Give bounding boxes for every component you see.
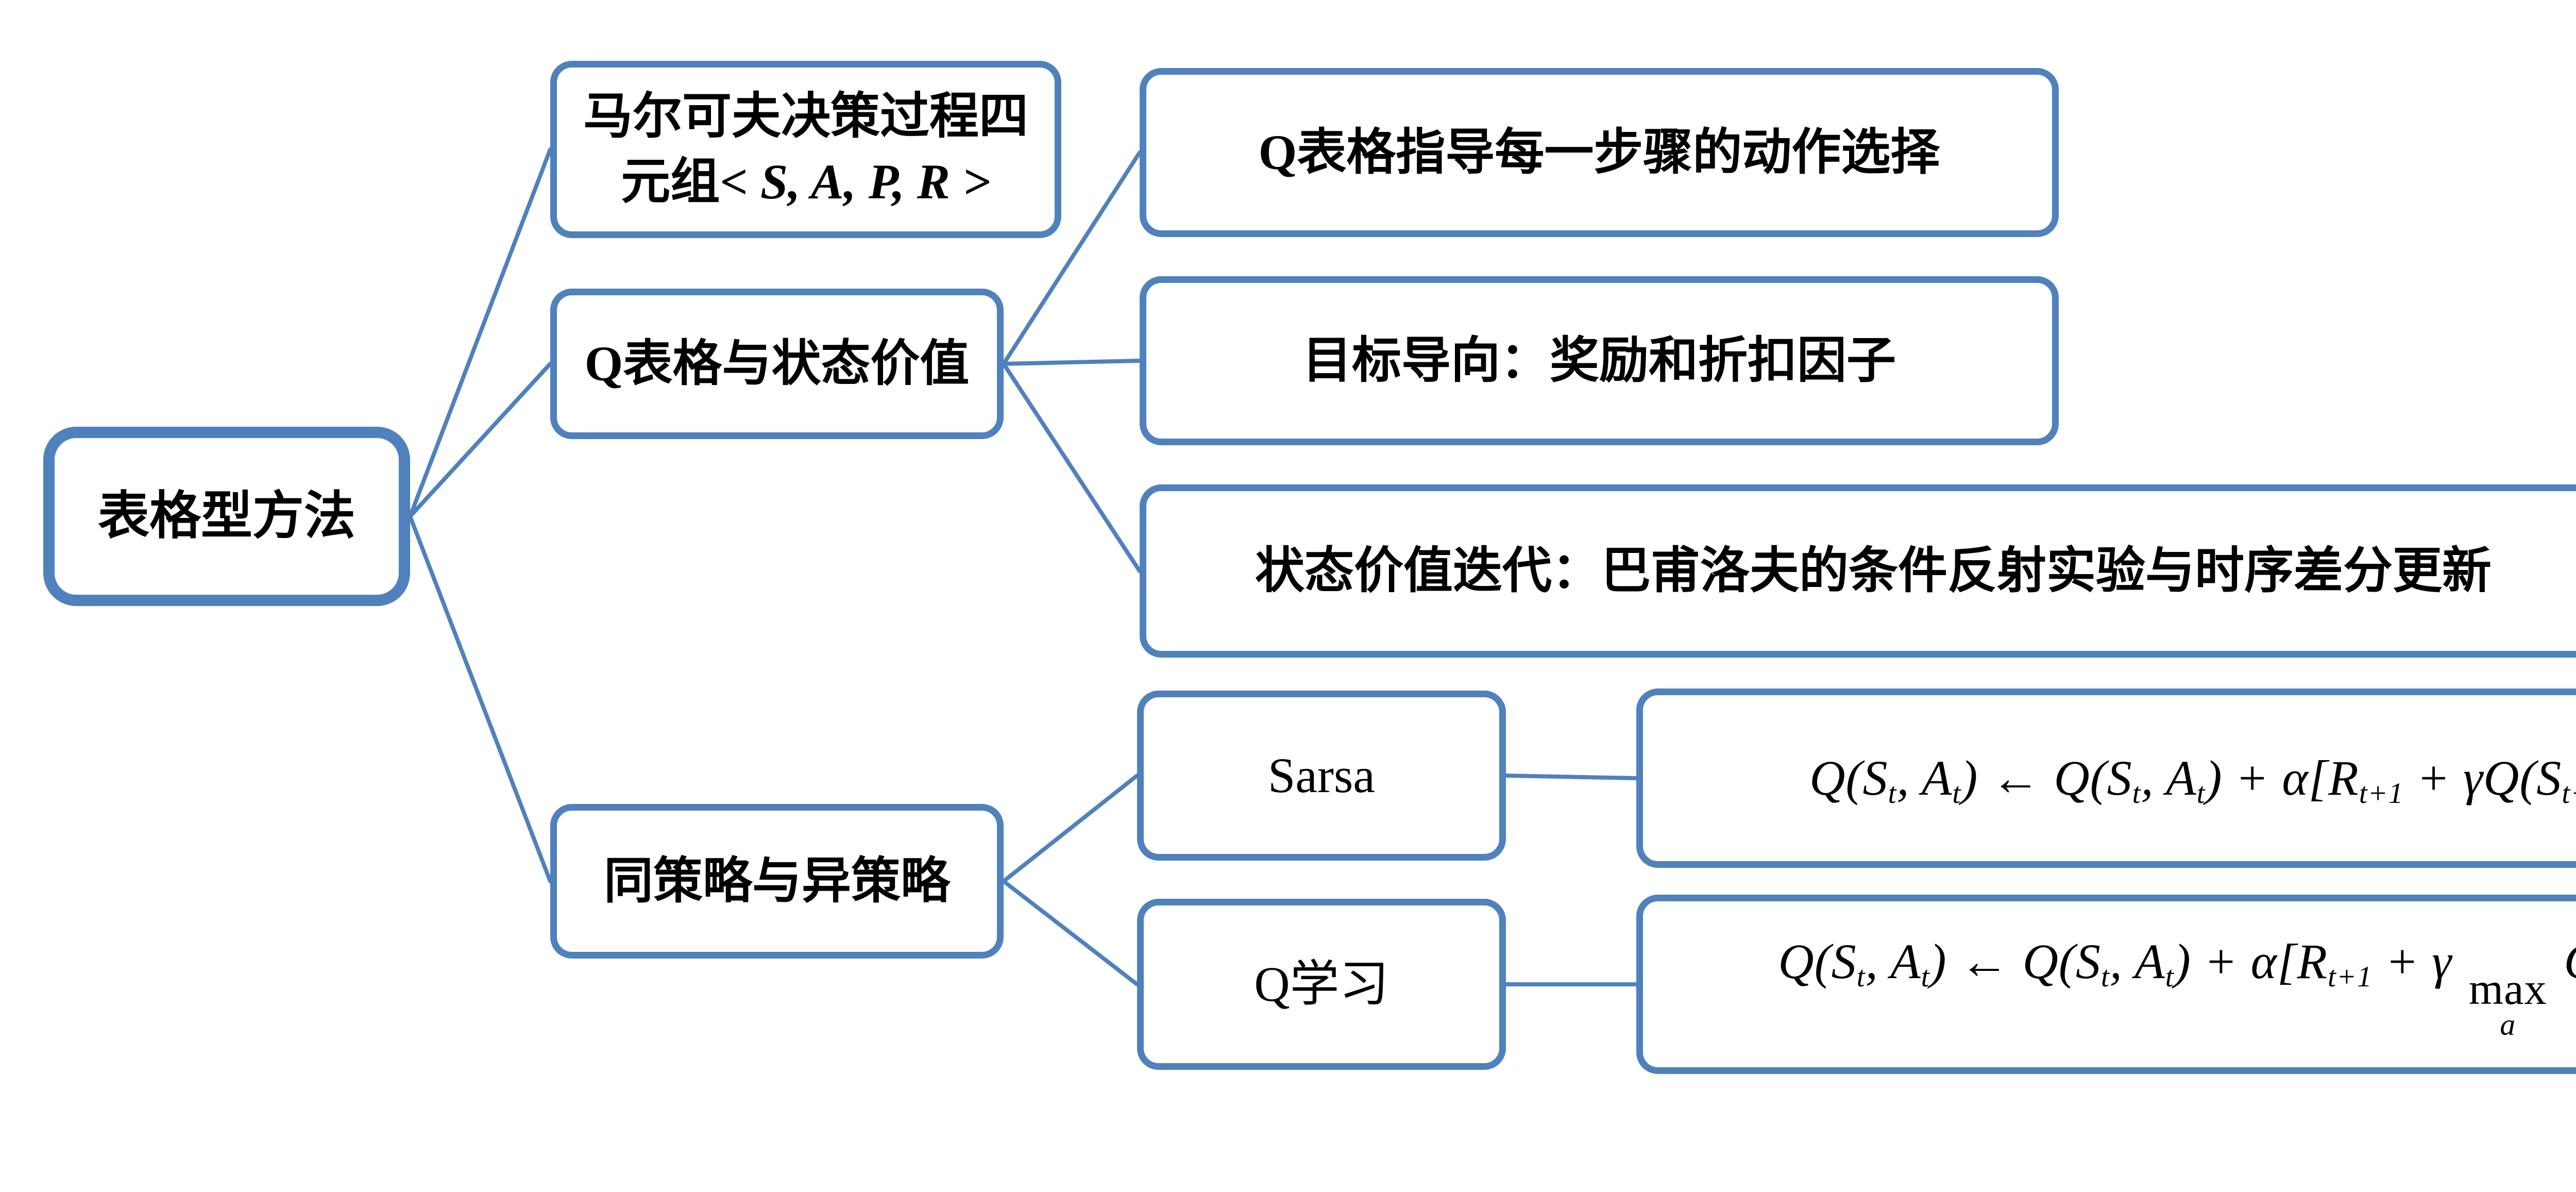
connector-qtable-goal-oriented <box>1002 359 1142 366</box>
connector-root-mdp <box>408 147 552 518</box>
node-qlearning-label: Q学习 <box>1254 956 1389 1012</box>
node-action-selection[interactable]: Q表格指导每一步骤的动作选择 <box>1140 68 2059 237</box>
node-value-iteration-label: 状态价值迭代：巴甫洛夫的条件反射实验与时序差分更新 <box>1255 543 2492 598</box>
mdp-tuple-math: < S, A, P, R > <box>720 154 991 209</box>
node-qtable-state-value[interactable]: Q表格与状态价值 <box>550 289 1004 439</box>
node-on-off-policy[interactable]: 同策略与异策略 <box>550 804 1004 959</box>
node-qtable-label: Q表格与状态价值 <box>584 335 970 391</box>
node-sarsa-label: Sarsa <box>1268 747 1375 803</box>
node-root[interactable]: 表格型方法 <box>43 427 410 606</box>
sarsa-formula-text: Q(St, At) ← Q(St, At) + α[Rt+1 + γQ(St+1… <box>1809 750 2576 810</box>
node-qlearning[interactable]: Q学习 <box>1137 899 1506 1070</box>
connector-root-policy <box>408 514 552 883</box>
connector-qtable-action-selection <box>1002 150 1142 366</box>
node-value-iteration[interactable]: 状态价值迭代：巴甫洛夫的条件反射实验与时序差分更新 <box>1140 484 2576 658</box>
node-mdp-tuple[interactable]: 马尔可夫决策过程四元组< S, A, P, R > <box>550 61 1061 238</box>
connector-policy-sarsa <box>1002 774 1139 883</box>
connector-policy-qlearning <box>1002 879 1139 986</box>
node-sarsa[interactable]: Sarsa <box>1137 691 1506 861</box>
node-action-selection-label: Q表格指导每一步骤的动作选择 <box>1258 124 1940 180</box>
connector-qtable-value-iteration <box>1002 362 1142 573</box>
node-mdp-label: 马尔可夫决策过程四元组< S, A, P, R > <box>583 89 1028 209</box>
node-root-label: 表格型方法 <box>98 488 355 545</box>
node-goal-oriented[interactable]: 目标导向：奖励和折扣因子 <box>1140 276 2059 445</box>
node-goal-oriented-label: 目标导向：奖励和折扣因子 <box>1302 332 1896 388</box>
node-sarsa-formula[interactable]: Q(St, At) ← Q(St, At) + α[Rt+1 + γQ(St+1… <box>1636 689 2576 868</box>
connector-root-qtable <box>408 362 552 518</box>
node-policy-label: 同策略与异策略 <box>604 853 950 909</box>
connector-sarsa-formula <box>1504 774 1638 780</box>
